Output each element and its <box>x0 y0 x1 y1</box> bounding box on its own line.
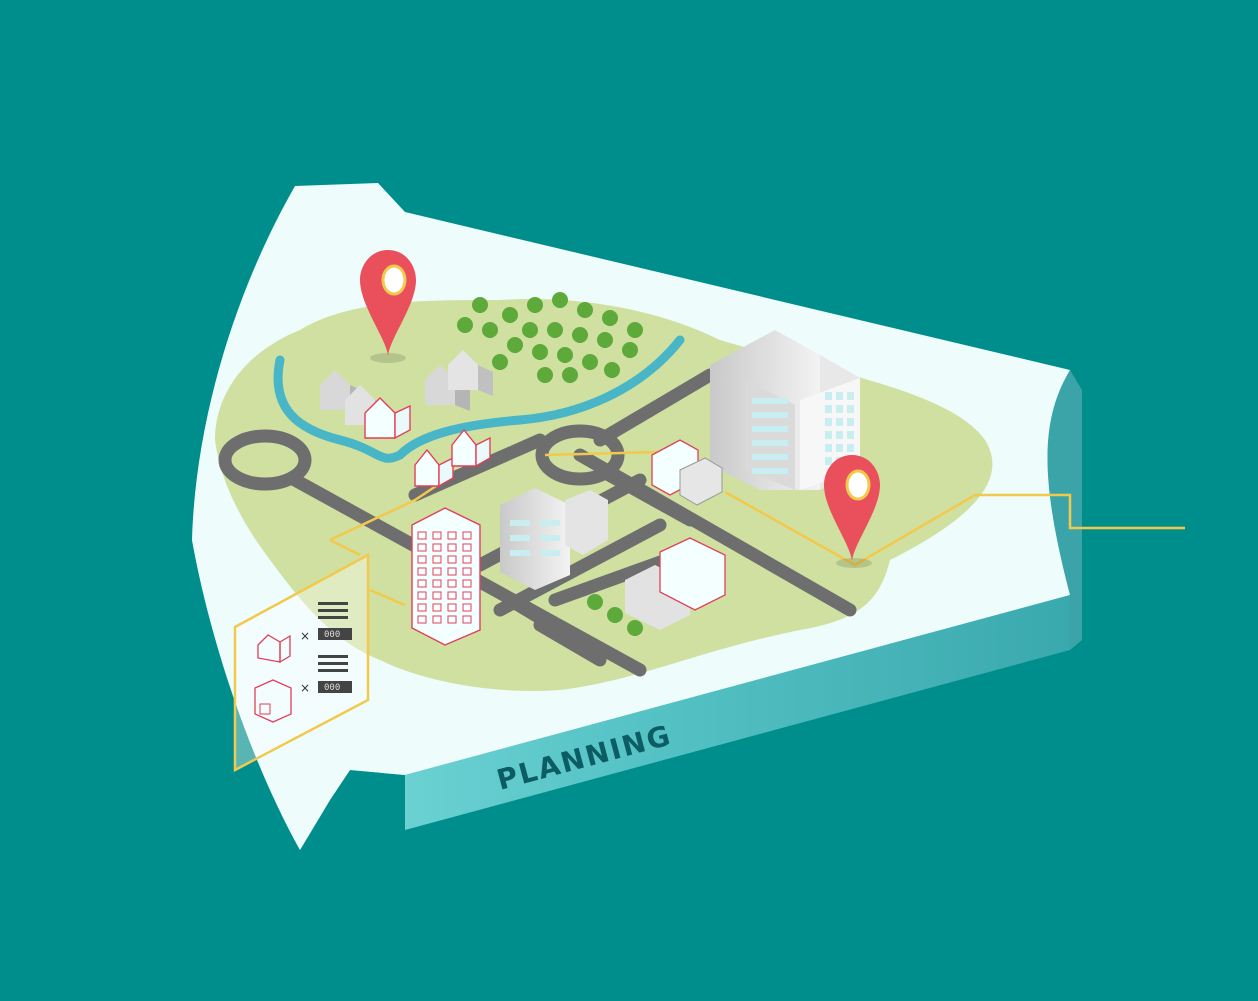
connection-lines <box>329 450 1185 607</box>
tree-icon <box>507 337 523 353</box>
tree-icon <box>557 347 573 363</box>
tree-icon <box>627 322 643 338</box>
roundabout-center <box>535 424 625 486</box>
tree-icon <box>602 310 618 326</box>
tree-icon <box>622 342 638 358</box>
tree-icon <box>582 354 598 370</box>
legend-row-2-sign: × <box>300 681 310 695</box>
tree-icon <box>457 317 473 333</box>
tree-icon <box>552 292 568 308</box>
highrise-outline <box>411 507 481 646</box>
office-building-mid <box>500 488 608 590</box>
tree-icon <box>482 322 498 338</box>
tree-icon <box>627 620 643 636</box>
office-building-large <box>710 330 860 490</box>
tree-icon <box>577 302 593 318</box>
forest <box>457 292 643 383</box>
legend-building-icon <box>254 679 292 723</box>
map-pin-icon <box>360 250 416 363</box>
house-cluster-left <box>320 370 411 440</box>
tree-icon <box>472 297 488 313</box>
tree-group-small <box>587 594 643 636</box>
legend-panel: × 000 × 000 <box>233 552 370 773</box>
roundabout-left <box>218 429 312 491</box>
house-outline-pair <box>414 428 491 488</box>
tree-icon <box>502 307 518 323</box>
tree-icon <box>492 354 508 370</box>
tree-icon <box>522 322 538 338</box>
legend-row-2-value: 000 <box>324 683 340 693</box>
tree-icon <box>597 332 613 348</box>
house-cluster-forest <box>425 350 493 411</box>
legend-house-icon <box>257 634 291 664</box>
platform-side <box>192 370 1082 850</box>
building-cluster-south <box>625 537 726 630</box>
outline-building-pair-center <box>651 439 723 506</box>
tree-icon <box>547 322 563 338</box>
legend-row-1-value: 000 <box>324 630 340 640</box>
river <box>273 335 685 463</box>
legend-row-1-sign: × <box>300 629 310 643</box>
tree-icon <box>587 594 603 610</box>
tree-icon <box>572 327 588 343</box>
tree-icon <box>532 344 548 360</box>
map-pin-icon <box>824 455 880 568</box>
tree-icon <box>604 362 620 378</box>
tree-icon <box>537 367 553 383</box>
tree-icon <box>562 367 578 383</box>
tree-icon <box>607 607 623 623</box>
tree-icon <box>527 297 543 313</box>
